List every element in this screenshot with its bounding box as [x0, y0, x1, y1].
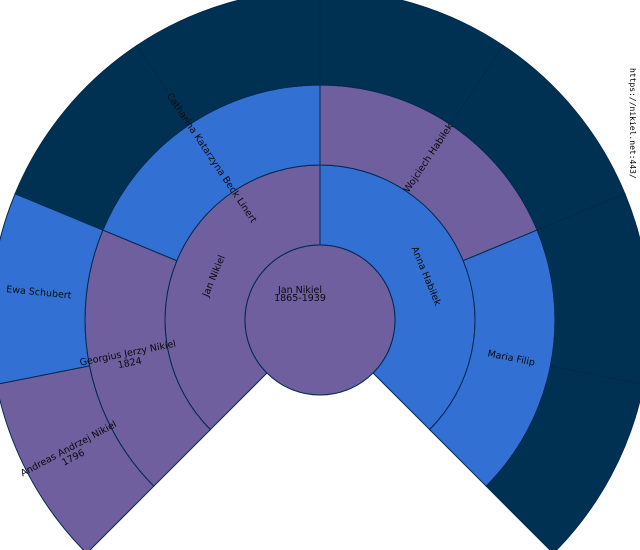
root-person-name: Jan Nikiel — [277, 285, 322, 296]
ancestor-segment-empty-6[interactable] — [485, 365, 640, 550]
ancestor-line-pgf-1: 1824 — [117, 356, 143, 372]
root-person-circle[interactable] — [244, 244, 396, 396]
ancestor-segment-empty-2[interactable] — [135, 0, 321, 126]
ancestor-segment-pgf-f[interactable] — [0, 365, 155, 550]
ancestor-segment-empty-5[interactable] — [536, 193, 640, 385]
root-person[interactable]: Jan Nikiel 1865-1939 — [244, 244, 396, 396]
source-url: https://nikiel.net:443/ — [628, 68, 637, 179]
root-person-years: 1865-1939 — [274, 293, 326, 304]
